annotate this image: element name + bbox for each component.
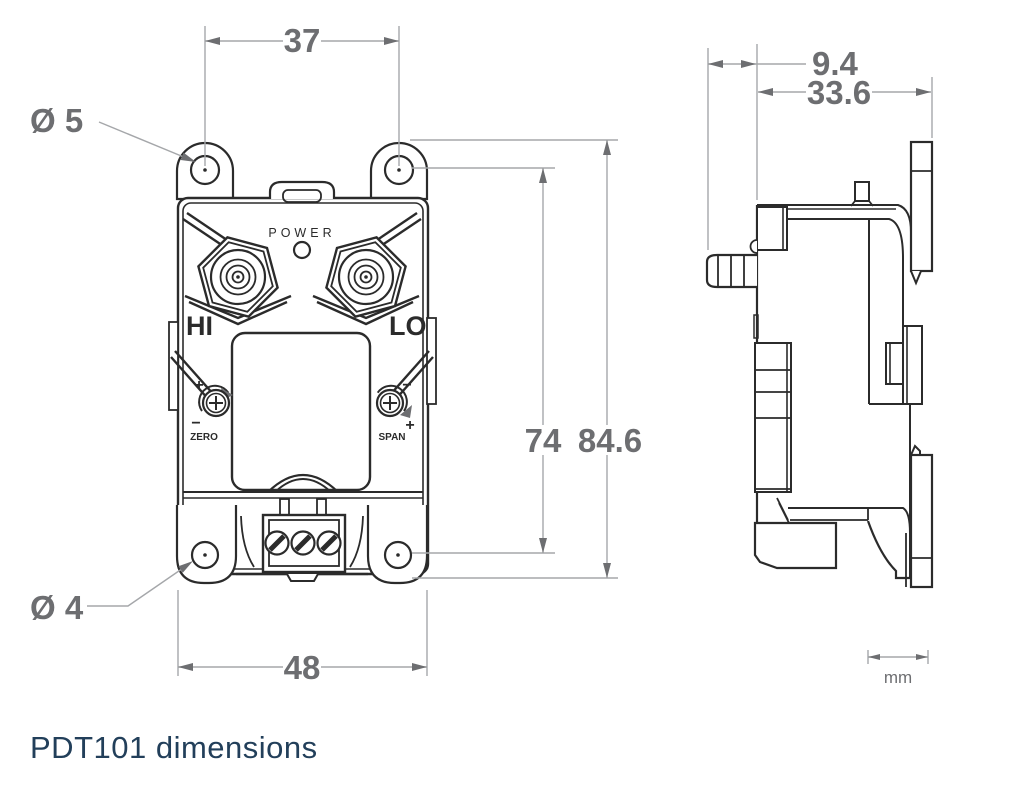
side-port-barbs [717, 255, 745, 287]
side-face-tick [753, 314, 759, 339]
side-top-clip-base [850, 200, 874, 207]
side-rail-channel [902, 325, 923, 405]
side-top-flange [909, 140, 934, 273]
side-cover-edge [778, 502, 790, 524]
lower-arch [267, 473, 339, 493]
bottom-right-mounting-hole [383, 540, 413, 570]
side-view [705, 140, 934, 589]
side-pressure-port [705, 253, 757, 289]
lo-label: LO [389, 311, 427, 341]
zero-label: ZERO [190, 432, 218, 443]
bottom-right-ear [366, 505, 429, 585]
left-side-tab [168, 321, 179, 411]
dim-port-protrusion: 9.4 [812, 45, 859, 82]
center-panel [230, 331, 372, 492]
dim-overall-height: 84.6 [578, 422, 642, 459]
side-lower-flange-lines [905, 533, 932, 587]
bottom-left-mounting-hole [190, 540, 220, 570]
hole-center-mark [203, 553, 207, 557]
span-adjuster: − + SPAN [375, 377, 415, 443]
lower-arch-inner [274, 478, 332, 493]
dim-top-hole-diameter: Ø 5 [30, 102, 83, 139]
hole-center-mark [397, 168, 401, 172]
power-label: POWER [268, 226, 335, 240]
side-stack-dividers [755, 369, 791, 490]
right-side-tab [426, 317, 437, 405]
side-bezel-block [756, 206, 788, 251]
bottom-left-ear [175, 505, 238, 585]
hi-port [197, 236, 279, 318]
terminal-block [261, 513, 347, 574]
side-ear-bottom [757, 218, 904, 326]
hi-label: HI [186, 311, 213, 341]
side-top-flange-notch [910, 270, 922, 286]
zero-plus-label: + [194, 377, 203, 394]
dim-bottom-hole-diameter: Ø 4 [30, 589, 84, 626]
ear-flap-right [349, 515, 364, 568]
side-lower-flange-hook [910, 444, 921, 456]
zero-adjuster: + − ZERO [190, 377, 233, 443]
bottom-tab [286, 573, 319, 582]
power-led [292, 240, 312, 260]
dim-overall-depth: 33.6 [807, 74, 871, 111]
dim-bottom-hole-spacing: 48 [284, 649, 321, 686]
side-terminal-cover [753, 521, 838, 570]
dim-top-hole-spacing: 37 [284, 22, 321, 59]
side-slot-tab [885, 342, 904, 385]
hole-center-mark [203, 168, 207, 172]
hole-center-mark [396, 553, 400, 557]
ear-flap-left [240, 515, 255, 568]
span-plus-label: + [405, 417, 414, 434]
top-clip-inner [282, 189, 322, 203]
scale-indicator: mm [867, 650, 929, 687]
scale-unit-label: mm [884, 668, 912, 687]
side-curved-foot [866, 520, 910, 580]
side-top-clip [854, 181, 870, 202]
front-view-dimensions: 37 Ø 5 74 84.6 48 Ø 4 [30, 22, 642, 686]
side-face-bump [749, 239, 758, 254]
span-label: SPAN [378, 432, 405, 443]
side-lower-flange [909, 453, 934, 589]
lo-port [325, 236, 407, 318]
side-view-dimensions: 9.4 33.6 mm [707, 44, 933, 687]
span-minus-label: − [402, 377, 411, 394]
dim-hole-vertical-pitch: 74 [525, 422, 562, 459]
zero-minus-label: − [191, 415, 200, 432]
drawing-caption: PDT101 dimensions [30, 730, 318, 765]
front-view: POWER HI LO [168, 141, 437, 585]
